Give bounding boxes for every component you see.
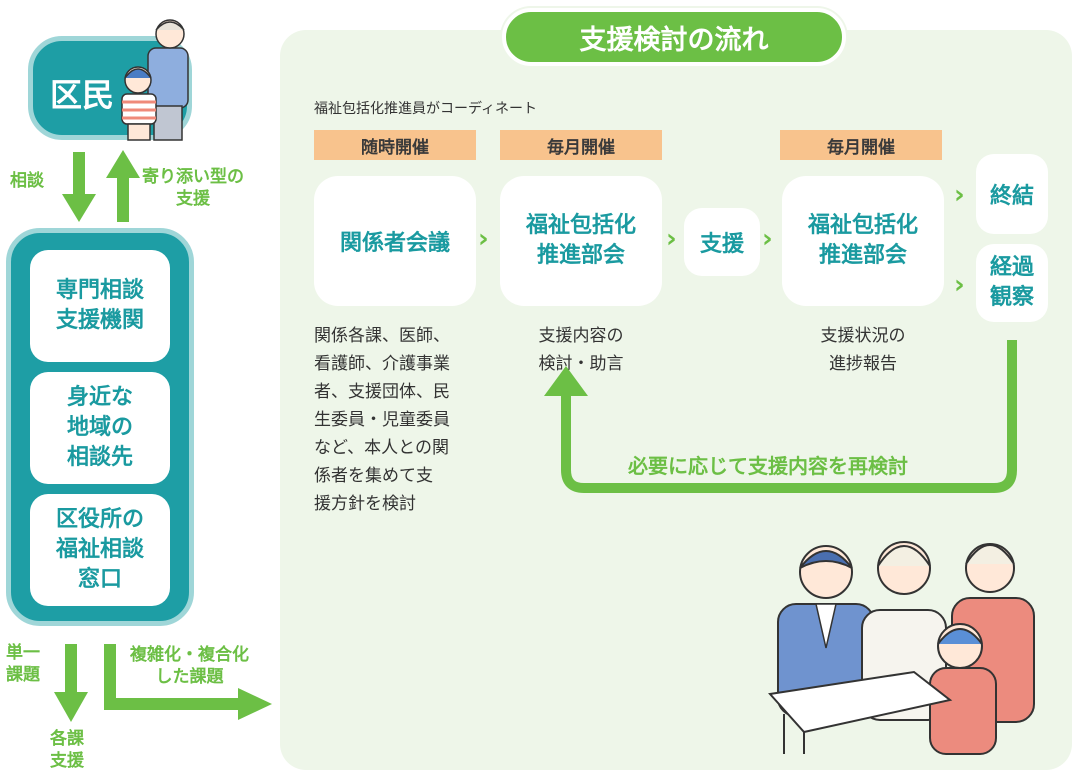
down-arrow-single [54,644,88,722]
card-support: 支援 [684,208,760,276]
complex-issue-label: 複雑化・複合化 した課題 [130,645,249,687]
card-stakeholder-meeting: 関係者会議 [314,176,476,306]
single-issue-label: 単一 課題 [6,643,40,685]
coordinator-label: 福祉包括化推進員がコーディネート [314,101,538,117]
review-loop-arrow [544,340,1017,493]
grandfather-legs [153,105,183,141]
card-end: 終結 [976,154,1048,234]
card-promotion-council-2: 福祉包括化 推進部会 [782,176,944,306]
chevron-icon-1: › [478,224,489,254]
citizen-label: 区民 [50,76,115,114]
chevron-icon-3: › [762,224,773,254]
meeting-illustration [768,541,1035,755]
org-specialist: 専門相談 支援機関 [30,250,170,362]
chevron-icon-5: › [954,270,965,300]
chevron-icon-2: › [666,224,677,254]
chevron-icon-4: › [954,180,965,210]
card-promotion-council-1: 福祉包括化 推進部会 [500,176,662,306]
card-observation: 経過 観察 [976,244,1048,322]
review-label: 必要に応じて支援内容を再検討 [628,454,908,478]
flow-title: 支援検討の流れ [502,8,846,66]
desc-stakeholder-meeting: 関係各課、医師、 看護師、介護事業 者、支援団体、民 生委員・児童委員 など、本… [314,326,450,514]
close-support-label: 寄り添い型の 支援 [142,167,244,209]
tag-anytime: 随時開催 [314,130,476,160]
org-local: 身近な 地域の 相談先 [30,372,170,484]
grandfather-hair [155,21,185,31]
tag-monthly-2: 毎月開催 [780,130,942,160]
child-legs [127,123,151,141]
up-arrow-support [106,150,140,222]
family-illustration [121,19,189,141]
consult-label: 相談 [10,171,44,191]
org-ward-office: 区役所の 福祉相談 窓口 [30,494,170,606]
bent-arrow-complex [104,644,272,720]
down-arrow-consult [62,152,96,222]
dept-support-label: 各課 支援 [50,729,84,771]
tag-monthly-1: 毎月開催 [500,130,662,160]
child-hair [124,68,152,79]
desc-promotion-council-1: 支援内容の 検討・助言 [538,326,624,374]
desc-promotion-council-2: 支援状況の 進捗報告 [820,326,906,374]
